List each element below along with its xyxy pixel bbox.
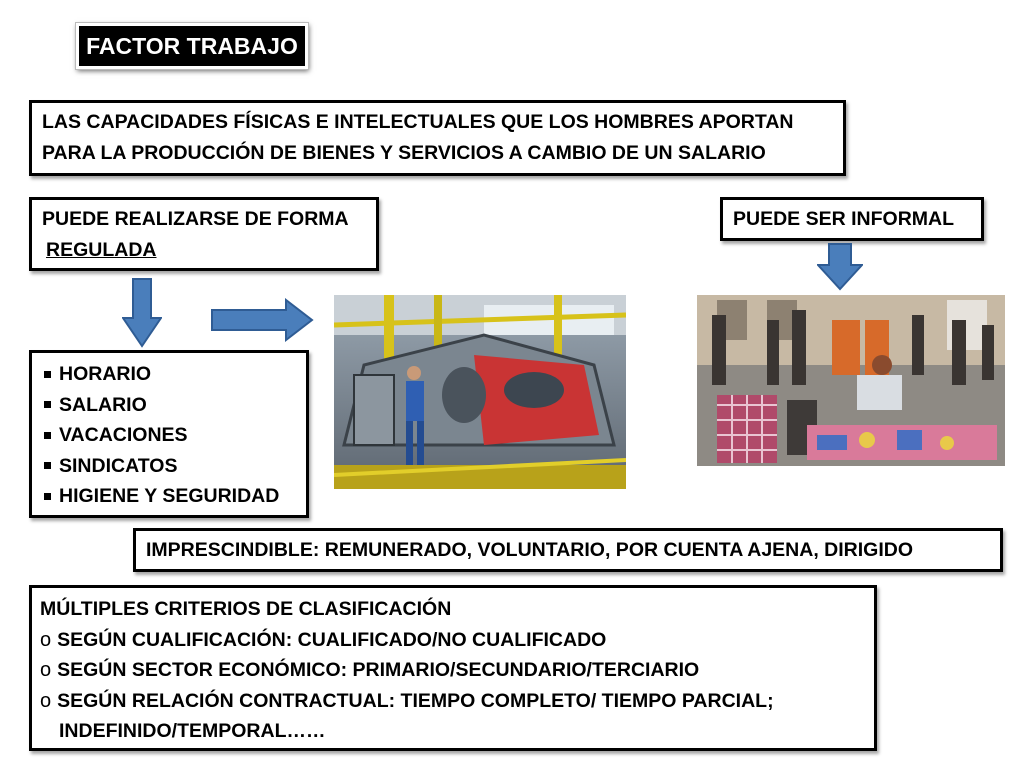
list-item-label: SALARIO [59, 393, 147, 416]
list-item-label: SINDICATOS [59, 454, 178, 477]
informal-label: PUEDE SER INFORMAL [733, 208, 955, 230]
list-item-label: HORARIO [59, 363, 152, 385]
circle-bullet-icon: o [40, 689, 52, 712]
list-item-label: HIGIENE Y SEGURIDAD [59, 485, 280, 507]
list-item: SINDICATOS [40, 451, 298, 482]
list-item: VACACIONES [40, 420, 298, 451]
regulated-box: PUEDE REALIZARSE DE FORMA REGULADA [29, 197, 379, 271]
slide-title: FACTOR TRABAJO [75, 22, 309, 70]
bullet-icon [44, 492, 51, 500]
essential-text: IMPRESCINDIBLE: REMUNERADO, VOLUNTARIO, … [146, 539, 914, 561]
regulated-line-2: REGULADA [42, 235, 366, 266]
down-arrow-regulated-icon [122, 278, 162, 348]
list-item-label: SEGÚN CUALIFICACIÓN: CUALIFICADO/NO CUAL… [57, 628, 607, 651]
list-item-label: SEGÚN SECTOR ECONÓMICO: PRIMARIO/SECUNDA… [57, 659, 700, 681]
list-item: HORARIO [40, 359, 298, 390]
bullet-icon [44, 370, 51, 378]
bullet-icon [44, 462, 51, 470]
down-arrow-informal-icon [817, 243, 863, 291]
list-item: HIGIENE Y SEGURIDAD [40, 481, 298, 512]
factory-photo [334, 295, 626, 489]
bullet-icon [44, 401, 51, 409]
definition-line-1: LAS CAPACIDADES FÍSICAS E INTELECTUALES … [42, 111, 794, 133]
informal-box: PUEDE SER INFORMAL [720, 197, 984, 241]
circle-bullet-icon: o [40, 659, 52, 681]
essential-box: IMPRESCINDIBLE: REMUNERADO, VOLUNTARIO, … [133, 528, 1003, 572]
list-item-label: SEGÚN RELACIÓN CONTRACTUAL: TIEMPO COMPL… [57, 689, 774, 712]
criteria-heading: MÚLTIPLES CRITERIOS DE CLASIFICACIÓN [40, 598, 452, 620]
bullet-icon [44, 431, 51, 439]
regulated-items-box: HORARIO SALARIO VACACIONES SINDICATOS HI… [29, 350, 309, 518]
right-arrow-icon [211, 298, 314, 342]
list-item: SALARIO [40, 390, 298, 421]
definition-line-2: PARA LA PRODUCCIÓN DE BIENES Y SERVICIOS… [42, 142, 766, 164]
regulated-keyword: REGULADA [46, 239, 157, 261]
definition-box: LAS CAPACIDADES FÍSICAS E INTELECTUALES … [29, 100, 846, 176]
criteria-continuation: INDEFINIDO/TEMPORAL…… [59, 720, 326, 742]
list-item-label: VACACIONES [59, 424, 188, 446]
circle-bullet-icon: o [40, 628, 52, 651]
regulated-line-1: PUEDE REALIZARSE DE FORMA [42, 208, 349, 230]
street-market-photo [697, 295, 1005, 466]
